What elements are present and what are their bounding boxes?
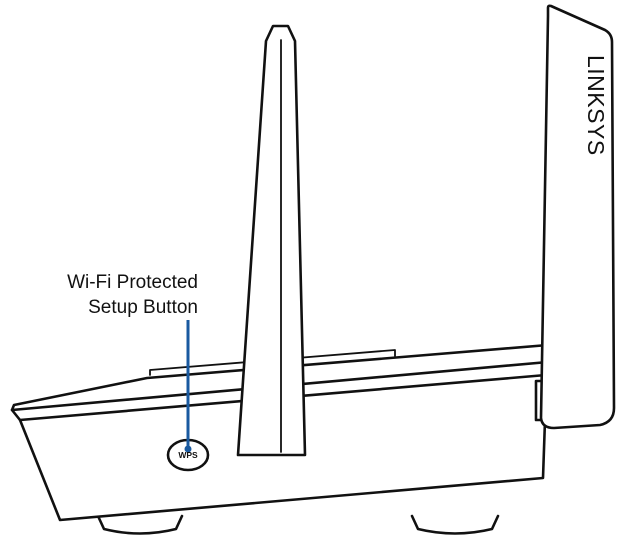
callout-label-line-1: Wi-Fi Protected [67,272,198,293]
router-foot-left [96,514,184,535]
router-foot-right [410,514,500,535]
linksys-logo: LINKSYS [583,55,609,156]
rear-antenna [539,4,616,430]
callout-label-line-2: Setup Button [88,297,198,318]
wps-callout-dot [184,445,192,453]
wps-button-label: WPS [178,450,198,460]
front-antenna [236,24,307,457]
